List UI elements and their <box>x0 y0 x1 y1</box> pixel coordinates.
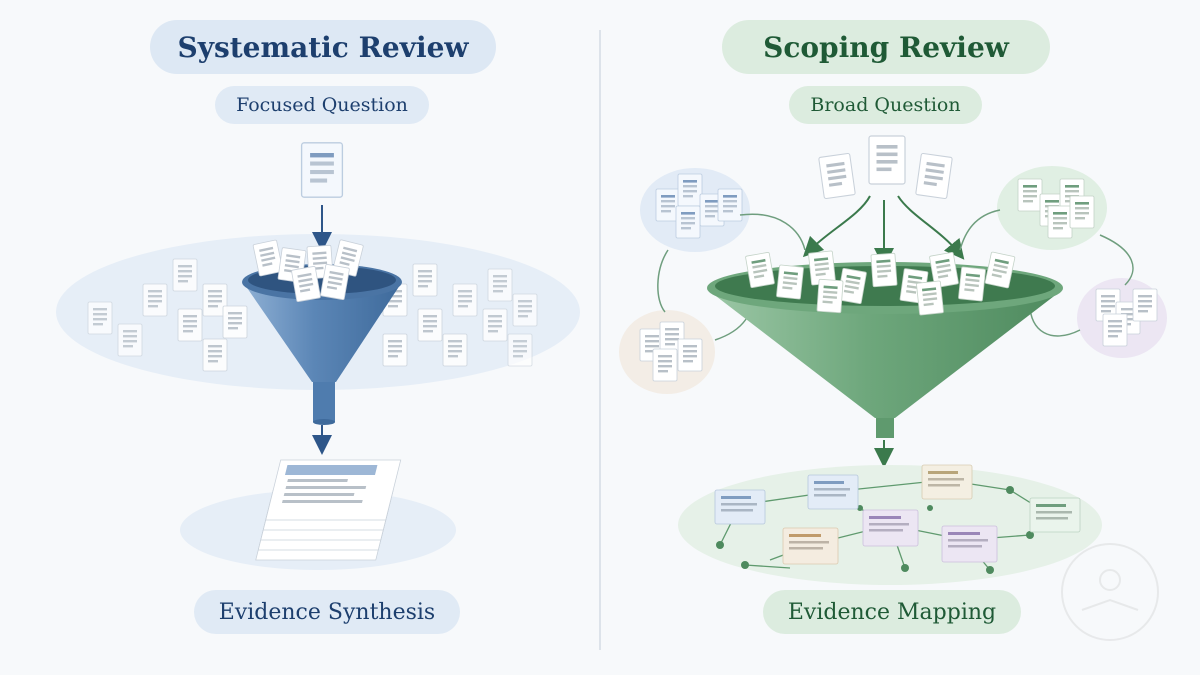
focused-question-label: Focused Question <box>215 86 429 124</box>
evidence-mapping-label: Evidence Mapping <box>763 590 1021 634</box>
systematic-review-title: Systematic Review <box>150 20 496 74</box>
evidence-synthesis-label: Evidence Synthesis <box>194 590 460 634</box>
broad-question-label: Broad Question <box>789 86 982 124</box>
scoping-review-title: Scoping Review <box>722 20 1050 74</box>
